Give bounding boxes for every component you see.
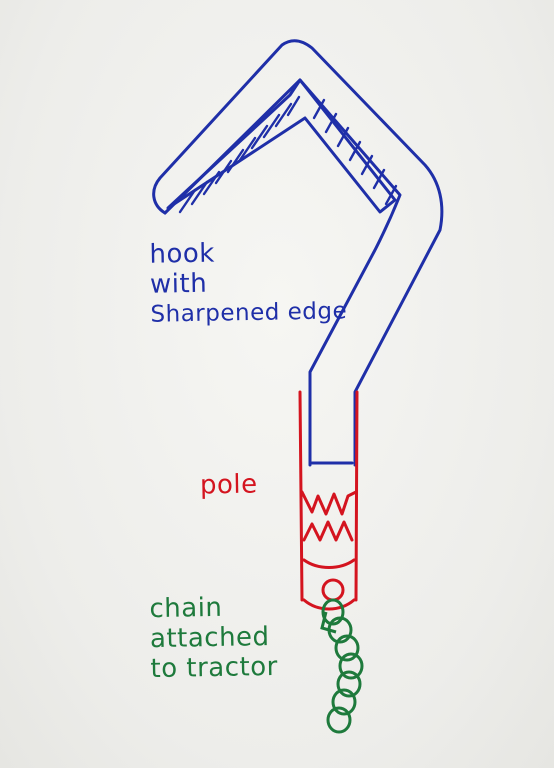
hook-label-line-2: with (149, 268, 208, 300)
pole (298, 390, 359, 611)
chain-label: chain attached to tractor (149, 592, 278, 684)
pole-base-curve (302, 558, 356, 569)
chain-label-line-3: to tractor (150, 651, 279, 685)
pole-taper (302, 598, 356, 611)
chain-label-line-2: attached (149, 622, 270, 655)
hook-outer-outline (152, 39, 444, 467)
hook-inner-outline (163, 78, 402, 467)
chain-label-line-1: chain (149, 592, 223, 625)
hook-label: hook with Sharpened edge (149, 236, 347, 329)
pole-zigzag-lower (302, 520, 354, 542)
hook-label-line-1: hook (149, 238, 216, 270)
pole-label: pole (199, 469, 258, 501)
pole-ring (321, 578, 345, 602)
hook-sharpened-band (166, 78, 397, 214)
chain (320, 598, 364, 734)
pole-zigzag-upper (300, 490, 358, 516)
pole-left-outline (298, 390, 304, 602)
chain-link (321, 598, 345, 626)
chain-link (334, 634, 360, 662)
chain-link (331, 688, 357, 716)
chain-attachment (320, 611, 337, 634)
pole-right-outline (354, 390, 359, 602)
hook-label-line-3: Sharpened edge (150, 298, 348, 328)
chain-link (338, 652, 364, 680)
chain-link (336, 670, 362, 698)
hook-hatching (178, 95, 398, 214)
hook (152, 39, 444, 467)
chain-link (326, 706, 352, 734)
